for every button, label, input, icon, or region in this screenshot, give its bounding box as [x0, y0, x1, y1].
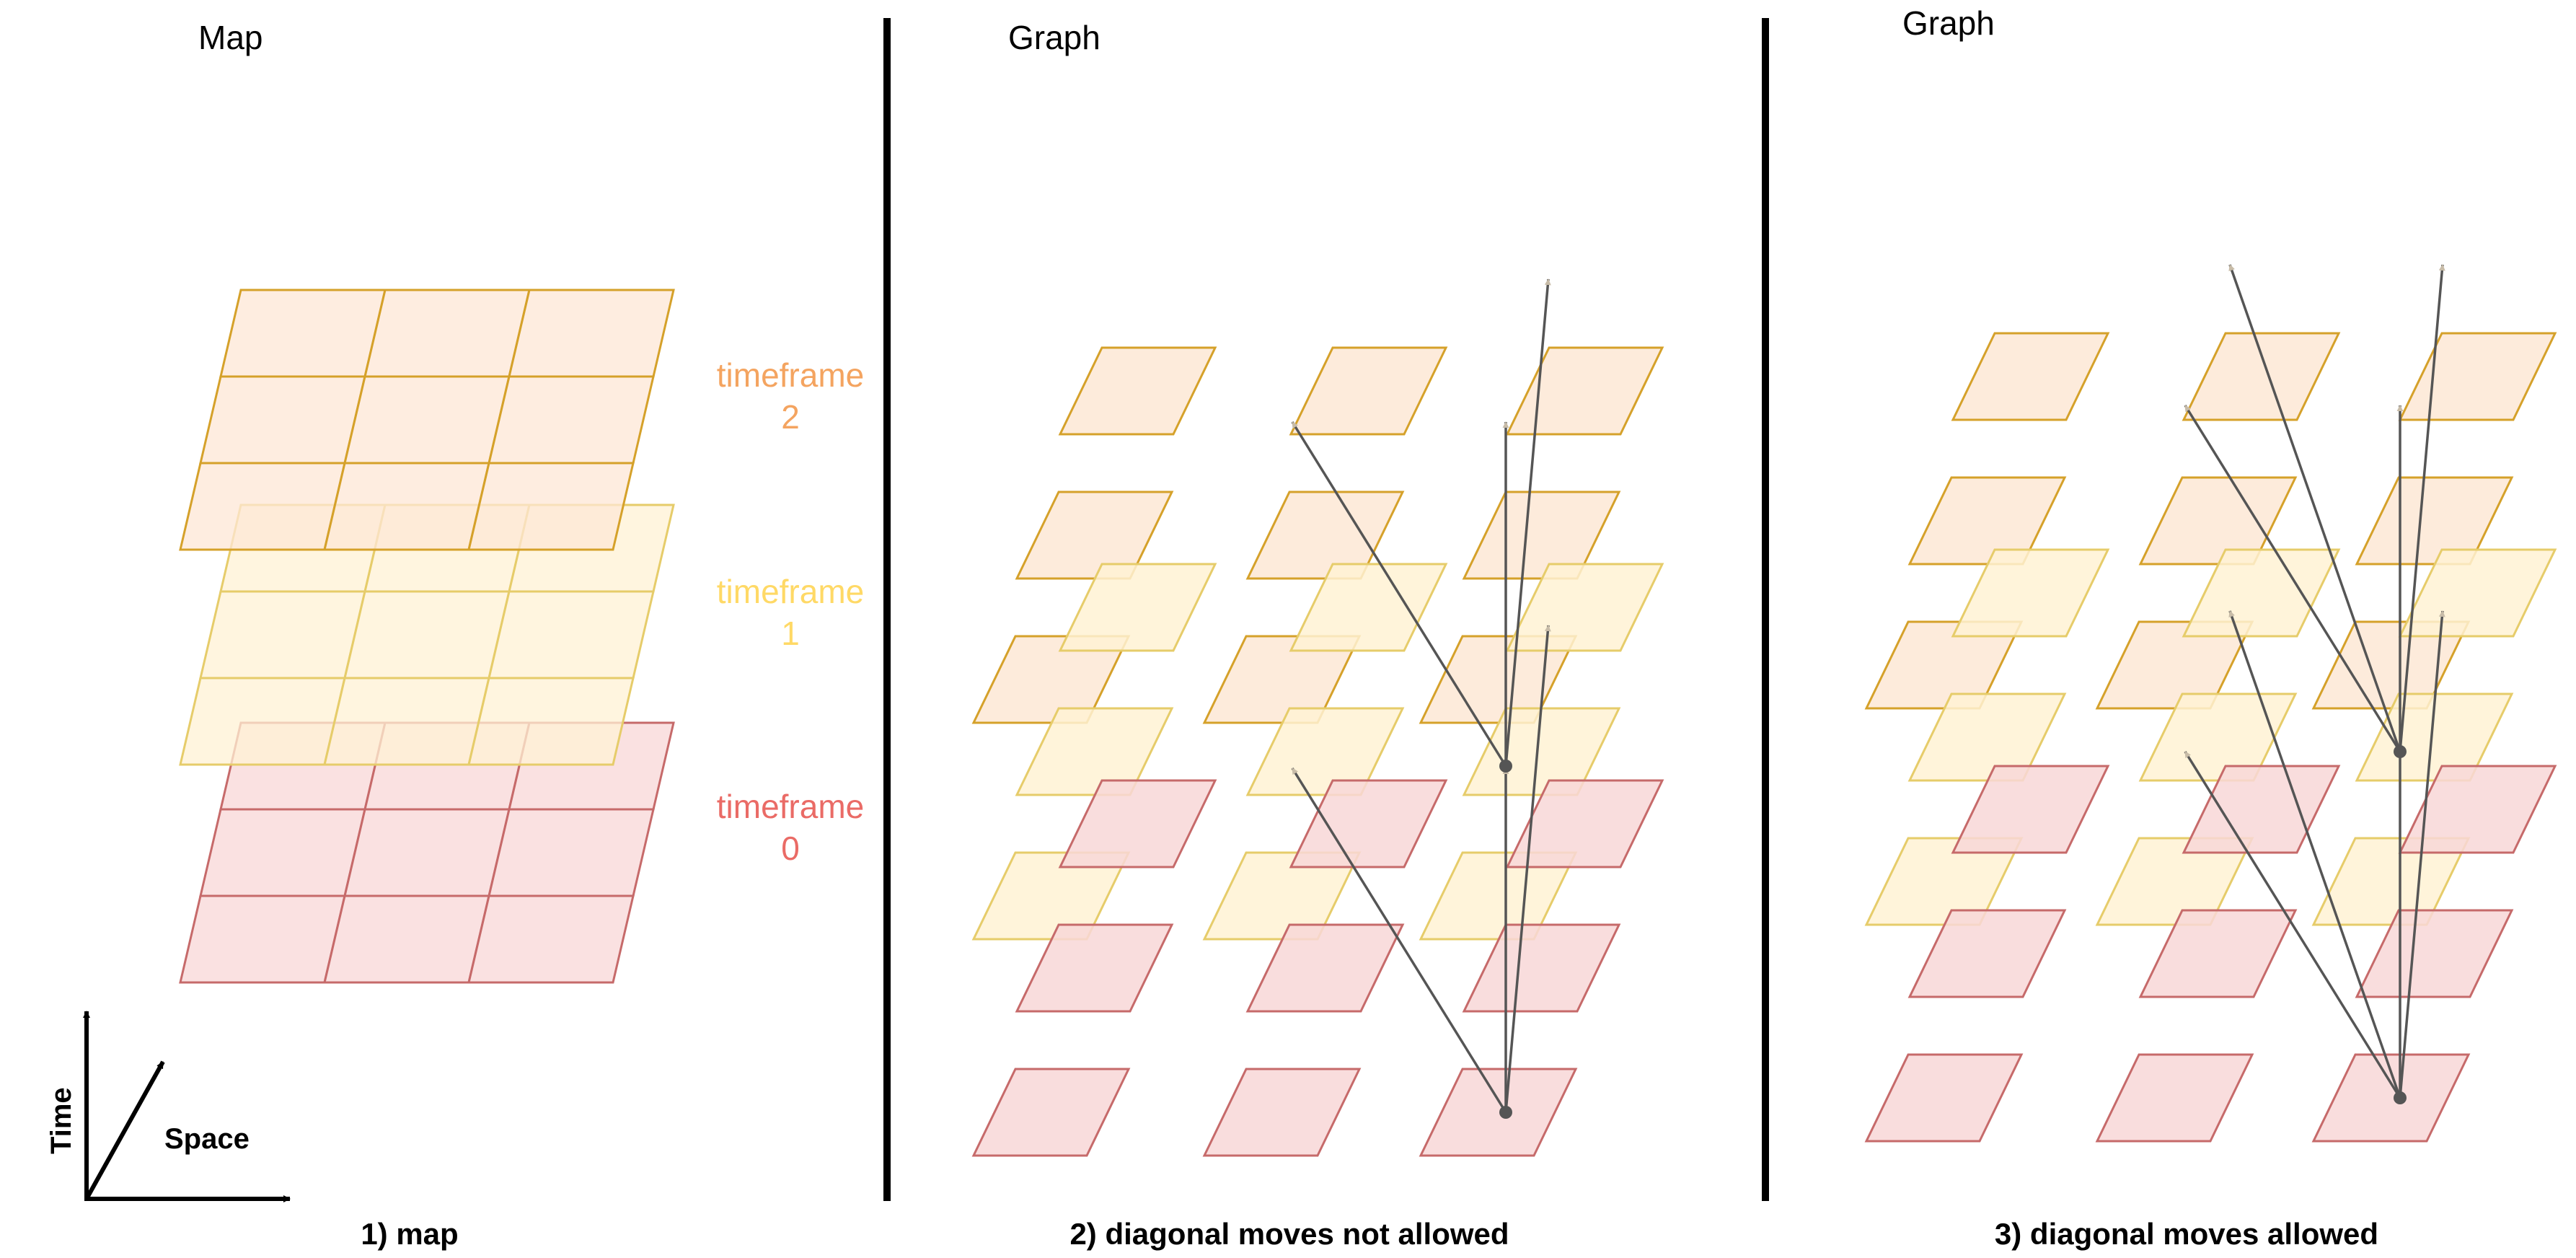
map-cell	[323, 677, 490, 766]
graph-node-t1-d1-c1	[2138, 692, 2298, 782]
graph-node-t1-d2-c0	[1058, 563, 1217, 652]
graph-node-t1-d2-c0	[1951, 548, 2110, 638]
timeframe-0-label-line1: timeframe	[717, 788, 864, 825]
graph-node-t0-d0-c0	[971, 1068, 1131, 1157]
map-cell	[179, 894, 346, 984]
map-cell	[343, 808, 511, 897]
map-cell	[219, 289, 387, 378]
graph-no-diagonal	[971, 278, 1664, 1157]
graph-node-t0-d2-c0	[1058, 779, 1217, 868]
map-cell	[488, 808, 655, 897]
graph-edge	[1291, 767, 1507, 1113]
map-cell	[323, 462, 490, 551]
graph-node-t1-d1-c2	[2355, 692, 2514, 782]
graph-node-t2-d1-c1	[2138, 476, 2298, 566]
graph-node-t0-d0-c2	[2311, 1053, 2471, 1143]
graph-node-t1-d2-c1	[1289, 563, 1448, 652]
graph-node-dot	[1499, 1106, 1512, 1119]
space-axis-label: Space	[164, 1123, 250, 1155]
graph-node-t2-d2-c0	[1951, 332, 2110, 421]
timeframe-2-label-line1: timeframe	[717, 356, 864, 394]
time-axis-label: Time	[45, 1087, 77, 1154]
map-cell	[343, 590, 511, 679]
graph-edge	[2399, 610, 2445, 1099]
graph2-caption: 2) diagonal moves not allowed	[1069, 1217, 1509, 1251]
map-cell	[179, 462, 346, 551]
timeframe-1-label-line2: 1	[781, 615, 800, 652]
graph-node-t0-d2-c0	[1951, 765, 2110, 854]
map-cell	[488, 590, 655, 679]
graph-node-t2-d2-c1	[1289, 346, 1448, 436]
graph-node-t2-d1-c0	[1015, 491, 1174, 580]
map-cell	[179, 677, 346, 766]
graph-node-t2-d1-c2	[1462, 491, 1621, 580]
map-cell	[199, 590, 366, 679]
map-cell	[467, 677, 635, 766]
graph3-caption: 3) diagonal moves allowed	[1995, 1217, 2378, 1251]
map-cell	[323, 894, 490, 984]
graph3-heading: Graph	[1902, 4, 1995, 42]
graph-node-t1-d1-c0	[1015, 707, 1174, 796]
graph-node-t2-d2-c0	[1058, 346, 1217, 436]
graph-node-dot	[1499, 760, 1512, 773]
graph-node-t0-d1-c0	[1015, 923, 1174, 1013]
graph-node-t1-d1-c1	[1245, 707, 1405, 796]
map-layer-timeframe-2	[179, 289, 675, 551]
graph-node-t2-d2-c2	[1505, 346, 1664, 436]
graph-edge	[2228, 610, 2401, 1099]
graph-edge	[1291, 421, 1507, 767]
graph-diagonal	[1864, 264, 2557, 1143]
graph-node-t0-d1-c1	[1245, 923, 1405, 1013]
graph-edge	[2184, 405, 2401, 752]
map-layers	[179, 289, 675, 984]
graph-node-t2-d2-c1	[2182, 332, 2341, 421]
map-caption: 1) map	[361, 1217, 458, 1251]
timeframe-2-label-line2: 2	[781, 398, 800, 436]
graph-edge	[2184, 751, 2401, 1099]
graph-node-t0-d0-c1	[1202, 1068, 1362, 1157]
map-heading: Map	[198, 19, 263, 56]
graph-node-t0-d1-c2	[1462, 923, 1621, 1013]
graph-node-t0-d2-c2	[1505, 779, 1664, 868]
timeframe-0-label-line2: 0	[781, 830, 800, 867]
map-cell	[199, 375, 366, 465]
graph-node-t0-d0-c0	[1864, 1053, 2024, 1143]
map-cell	[508, 289, 675, 378]
graph-node-t0-d0-c2	[1419, 1068, 1578, 1157]
graph-node-dot	[2394, 1091, 2407, 1104]
space-axis-arrow	[84, 1060, 165, 1200]
map-cell	[467, 462, 635, 551]
graph-node-t0-d1-c0	[1907, 909, 2067, 998]
graph-node-t2-d1-c2	[2355, 476, 2514, 566]
graph-node-t1-d1-c0	[1907, 692, 2067, 782]
map-cell	[488, 375, 655, 465]
graph-edge	[1504, 278, 1551, 767]
graph-node-dot	[2394, 745, 2407, 758]
map-cell	[199, 808, 366, 897]
graph-node-t0-d0-c1	[2095, 1053, 2254, 1143]
map-cell	[363, 289, 531, 378]
graph-edge	[2228, 264, 2401, 752]
graph2-heading: Graph	[1008, 19, 1100, 56]
graph-node-t1-d2-c1	[2182, 548, 2341, 638]
graph-node-t1-d2-c2	[2398, 548, 2557, 638]
timeframe-1-label-line1: timeframe	[717, 573, 864, 610]
graph-node-t2-d1-c1	[1245, 491, 1405, 580]
graph-edge	[1504, 625, 1551, 1113]
graph-node-t0-d2-c2	[2398, 765, 2557, 854]
graph-node-t2-d1-c0	[1907, 476, 2067, 566]
graph-node-t2-d2-c2	[2398, 332, 2557, 421]
map-cell	[467, 894, 635, 984]
graph-edge	[2399, 264, 2445, 752]
graph-node-t0-d1-c1	[2138, 909, 2298, 998]
map-cell	[343, 375, 511, 465]
graph-node-t0-d1-c2	[2355, 909, 2514, 998]
